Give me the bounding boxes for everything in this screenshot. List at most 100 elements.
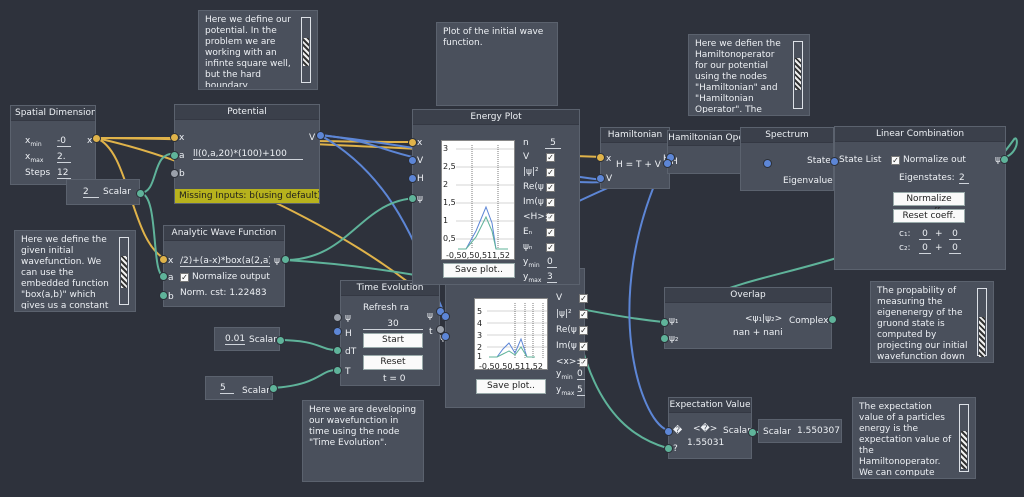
output-psi-port[interactable] <box>281 255 290 264</box>
input-state-list-port[interactable] <box>830 157 839 166</box>
note-scrollbar[interactable] <box>301 17 311 83</box>
energy-plot-node[interactable]: Energy Plot x V H ψ 3 2,5 2 1,5 1 0,5 -0… <box>412 109 580 285</box>
c2-real-input[interactable]: 0 <box>919 243 931 254</box>
ymax-input[interactable]: 5 <box>577 385 585 396</box>
opt-checkbox-6[interactable]: ✓ <box>546 243 555 252</box>
potential-node[interactable]: Potential x a b V ll(0,a,20)*(100)+100 M… <box>174 104 320 204</box>
expectation-value-node[interactable]: Expectation Value � ? <�> 1.55031 Scalar <box>668 397 752 459</box>
scalar-value-input[interactable]: 2 <box>83 187 99 198</box>
note-scrollbar[interactable] <box>959 404 969 472</box>
input-h-port[interactable] <box>333 327 342 336</box>
n-input[interactable]: 5 <box>545 138 561 149</box>
x-output-port[interactable] <box>92 134 101 143</box>
opt-label-5: Eₙ <box>523 227 533 237</box>
input-psi-port[interactable] <box>441 332 450 341</box>
note-scrollbar[interactable] <box>793 41 803 109</box>
scalar-label: Scalar <box>763 427 791 437</box>
save-plot-button[interactable]: Save plot.. <box>443 263 515 278</box>
input-h-port[interactable] <box>408 174 417 183</box>
input-psi2-label: ψ₂ <box>669 334 679 344</box>
note-scrollbar[interactable] <box>119 237 129 305</box>
ymin-input[interactable]: 0 <box>547 257 557 268</box>
reset-coeff-button[interactable]: Reset coeff. <box>893 209 965 223</box>
output-v-port[interactable] <box>316 131 325 140</box>
time-plot-node[interactable]: V ψ 5 4 3 2 1 -0,50,50,511,52 Save plot.… <box>440 268 588 408</box>
output-operator-port[interactable] <box>763 159 772 168</box>
wavefunction-expression-input[interactable]: /2)+(a-x)*box(a(2,a) <box>180 256 270 267</box>
scalar-output-port[interactable] <box>136 189 145 198</box>
input-psi1-port[interactable] <box>660 318 669 327</box>
c1-imag-input[interactable]: 0 <box>949 229 961 240</box>
spatial-dimension-node[interactable]: Spatial Dimension xmin -0 xmax 2. Steps … <box>10 105 96 185</box>
overlap-node[interactable]: Overlap ψ₁ ψ₂ <ψ₁|ψ₂> nan + nani Complex <box>664 287 832 349</box>
ymax-input[interactable]: 3 <box>547 272 557 283</box>
time-evolution-node[interactable]: Time Evolution ψ H dT T Refresh ra 30 St… <box>340 280 440 386</box>
input-x-port[interactable] <box>408 138 417 147</box>
save-plot-button[interactable]: Save plot.. <box>476 379 546 394</box>
input-v-port[interactable] <box>441 312 450 321</box>
xmin-input[interactable]: -0 <box>57 136 71 147</box>
xmax-input[interactable]: 2. <box>57 152 71 163</box>
time-plot-canvas[interactable]: 5 4 3 2 1 -0,50,50,511,52 <box>474 298 548 371</box>
scalar-value-input[interactable]: 0.01 <box>225 334 245 345</box>
input-v-port[interactable] <box>408 156 417 165</box>
scalar-output-port[interactable] <box>269 384 278 393</box>
output-complex-port[interactable] <box>828 315 837 324</box>
opt-checkbox-3[interactable]: ✓ <box>546 198 555 207</box>
input-psi-port[interactable] <box>333 313 342 322</box>
opt-checkbox-2[interactable]: ✓ <box>546 183 555 192</box>
input-psi-port[interactable] <box>664 444 673 453</box>
input-x-port[interactable] <box>170 133 179 142</box>
c1-plus: + <box>935 229 943 239</box>
scalar-value-input[interactable]: 5 <box>220 383 234 394</box>
steps-input[interactable]: 12 <box>57 168 71 179</box>
opt-checkbox-2[interactable]: ✓ <box>579 326 588 335</box>
input-b-port[interactable] <box>159 291 168 300</box>
opt-checkbox-5[interactable]: ✓ <box>546 228 555 237</box>
input-x-port[interactable] <box>159 255 168 264</box>
reset-button[interactable]: Reset <box>363 355 423 370</box>
opt-checkbox-0[interactable]: ✓ <box>546 153 555 162</box>
linear-combination-node[interactable]: Linear Combination State List ✓ Normaliz… <box>834 126 1006 270</box>
input-psi-port[interactable] <box>408 194 417 203</box>
input-operator-label: � <box>673 426 683 436</box>
hamiltonian-node[interactable]: Hamiltonian x V H = T + V H <box>600 127 670 189</box>
opt-checkbox-1[interactable]: ✓ <box>546 168 555 177</box>
normalize-checkbox[interactable]: ✓ <box>180 273 189 282</box>
scalar-output-port[interactable] <box>276 336 285 345</box>
scalar-output-node[interactable]: Scalar 1.550307 <box>758 419 842 443</box>
input-b-port[interactable] <box>170 169 179 178</box>
input-v-port[interactable] <box>596 174 605 183</box>
input-state-list-label: State List <box>839 155 882 165</box>
input-a-port[interactable] <box>159 272 168 281</box>
spectrum-node[interactable]: Spectrum State Eigenvalue <box>740 127 834 191</box>
opt-checkbox-3[interactable]: ✓ <box>579 342 588 351</box>
input-t-port[interactable] <box>333 366 342 375</box>
c2-imag-input[interactable]: 0 <box>949 243 961 254</box>
input-operator-port[interactable] <box>664 427 673 436</box>
eigenstates-input[interactable]: 2 <box>959 173 969 184</box>
energy-plot-canvas[interactable]: 3 2,5 2 1,5 1 0,5 -0,50,50,511,52 <box>441 140 515 260</box>
scalar-dt-node[interactable]: 0.01 Scalar <box>214 327 280 351</box>
input-x-port[interactable] <box>596 153 605 162</box>
input-h-port[interactable] <box>663 159 672 168</box>
note-scrollbar[interactable] <box>977 288 987 357</box>
input-a-port[interactable] <box>170 151 179 160</box>
potential-expression-input[interactable]: ll(0,a,20)*(100)+100 <box>193 149 303 160</box>
scalar-a-node[interactable]: 2 Scalar <box>66 179 140 205</box>
refresh-rate-input[interactable]: 30 <box>363 319 423 330</box>
output-psi-port[interactable] <box>1000 155 1009 164</box>
output-scalar-port[interactable] <box>748 428 757 437</box>
analytic-wave-function-node[interactable]: Analytic Wave Function x a b ψ /2)+(a-x)… <box>163 225 285 307</box>
normalize-checkbox[interactable]: ✓ <box>891 156 900 165</box>
input-psi2-port[interactable] <box>660 334 669 343</box>
ymin-input[interactable]: 0 <box>577 369 585 380</box>
input-dt-port[interactable] <box>333 346 342 355</box>
node-title: Analytic Wave Function <box>164 226 284 241</box>
start-button[interactable]: Start <box>363 333 423 348</box>
opt-checkbox-0[interactable]: ✓ <box>579 294 588 303</box>
c1-real-input[interactable]: 0 <box>919 229 931 240</box>
opt-checkbox-1[interactable]: ✓ <box>579 310 588 319</box>
scalar-t-node[interactable]: 5 Scalar <box>205 376 273 400</box>
normalize-coeff-button[interactable]: Normalize coeff <box>893 192 965 217</box>
